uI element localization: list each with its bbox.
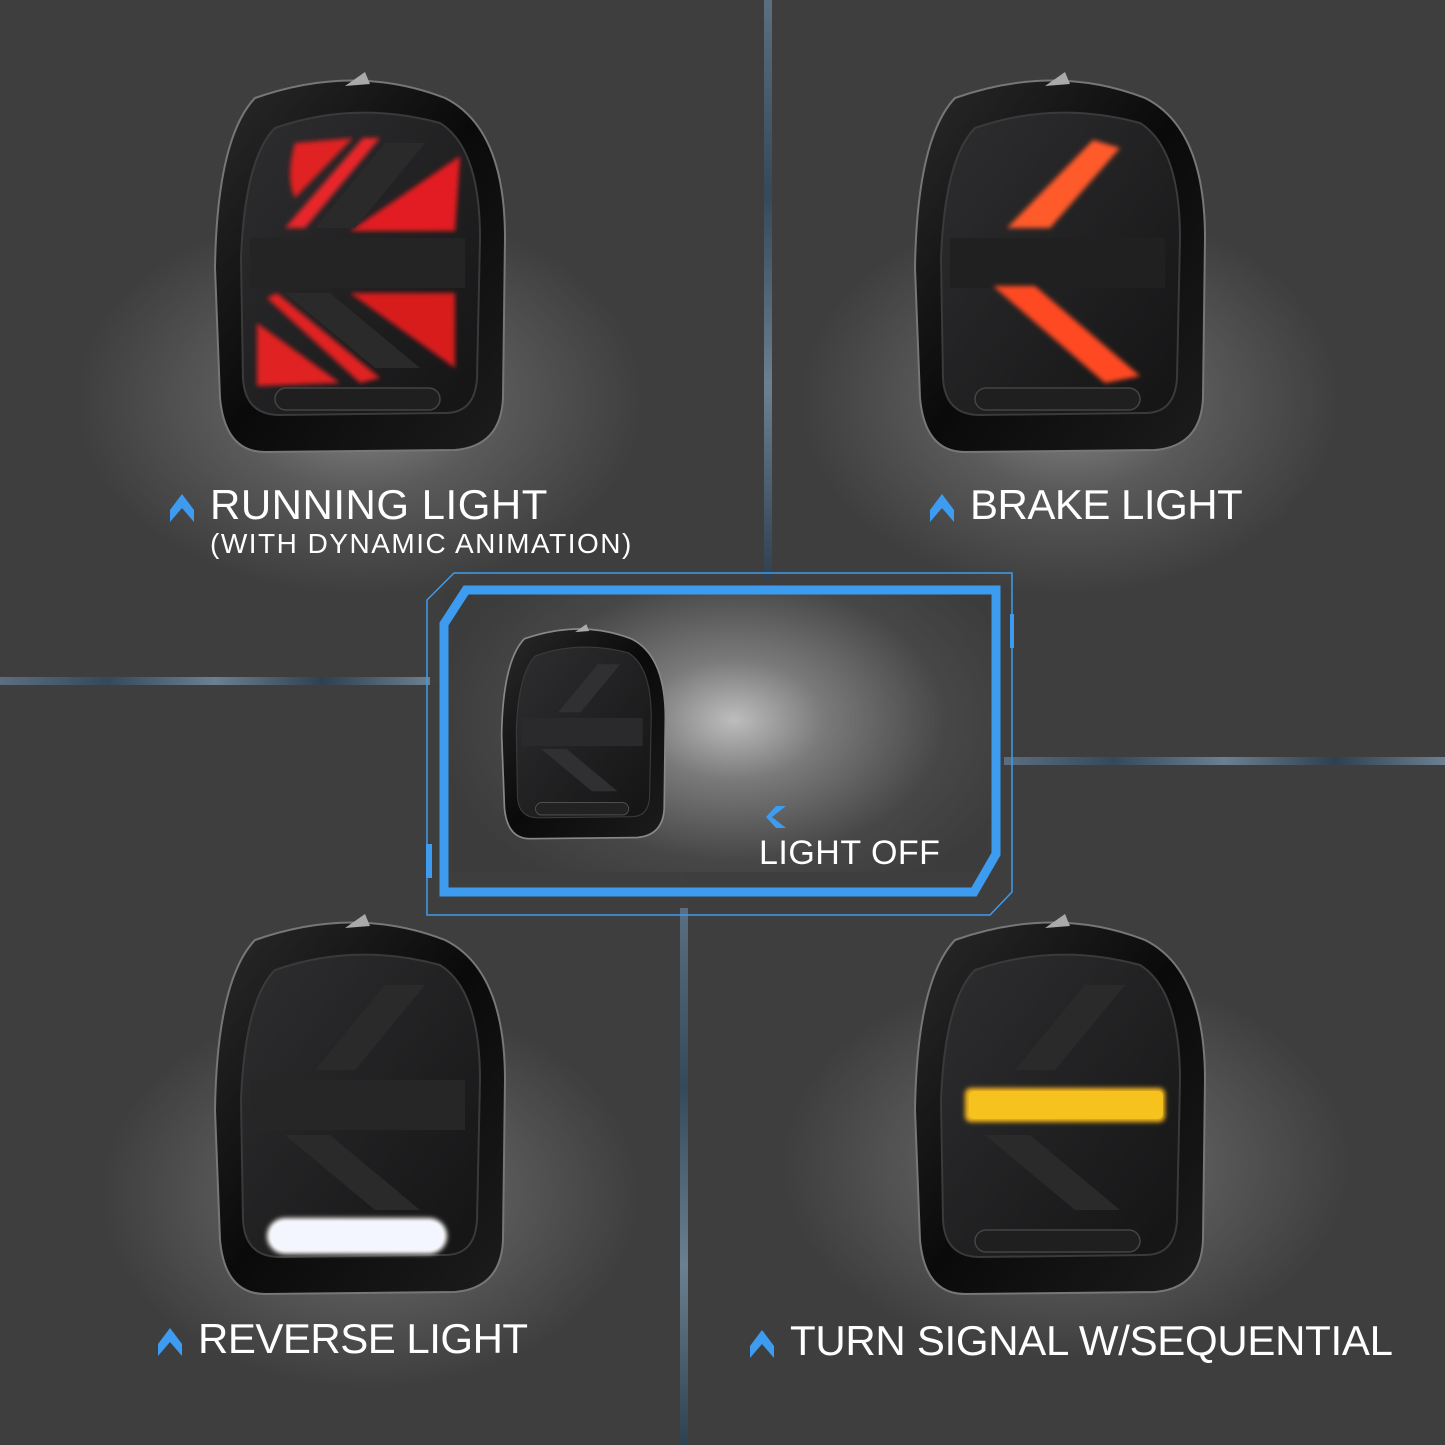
- turn-signal-title: TURN SIGNAL W/SEQUENTIAL: [790, 1317, 1393, 1364]
- chevron-up-icon: [930, 494, 954, 522]
- label-reverse-light: REVERSE LIGHT: [156, 1318, 528, 1360]
- running-light-subtitle: (WITH DYNAMIC ANIMATION): [210, 528, 633, 559]
- chevron-up-icon: [170, 494, 194, 522]
- label-brake-light: BRAKE LIGHT: [928, 481, 1243, 528]
- label-turn-signal: TURN SIGNAL W/SEQUENTIAL: [748, 1320, 1393, 1362]
- divider: [764, 0, 772, 580]
- light-off-title: LIGHT OFF: [759, 834, 941, 872]
- reverse-light-title: REVERSE LIGHT: [198, 1315, 528, 1362]
- hud-frame: [426, 572, 1014, 916]
- taillight-off-image: [496, 612, 671, 852]
- chevron-up-icon: [158, 1328, 182, 1356]
- divider: [0, 677, 430, 685]
- brake-light-title: BRAKE LIGHT: [970, 481, 1243, 528]
- chevron-left-icon: [766, 806, 786, 828]
- taillight-turn-signal-image: [905, 910, 1215, 1300]
- running-light-title: RUNNING LIGHT: [210, 481, 548, 528]
- light-off-panel: LIGHT OFF: [426, 572, 1014, 916]
- divider: [680, 908, 688, 1445]
- chevron-up-icon: [750, 1330, 774, 1358]
- taillight-brake-image: [905, 68, 1215, 458]
- label-running-light: RUNNING LIGHT (WITH DYNAMIC ANIMATION): [168, 484, 633, 558]
- taillight-running-image: [205, 68, 515, 458]
- taillight-reverse-image: [205, 910, 515, 1300]
- divider: [1004, 757, 1445, 765]
